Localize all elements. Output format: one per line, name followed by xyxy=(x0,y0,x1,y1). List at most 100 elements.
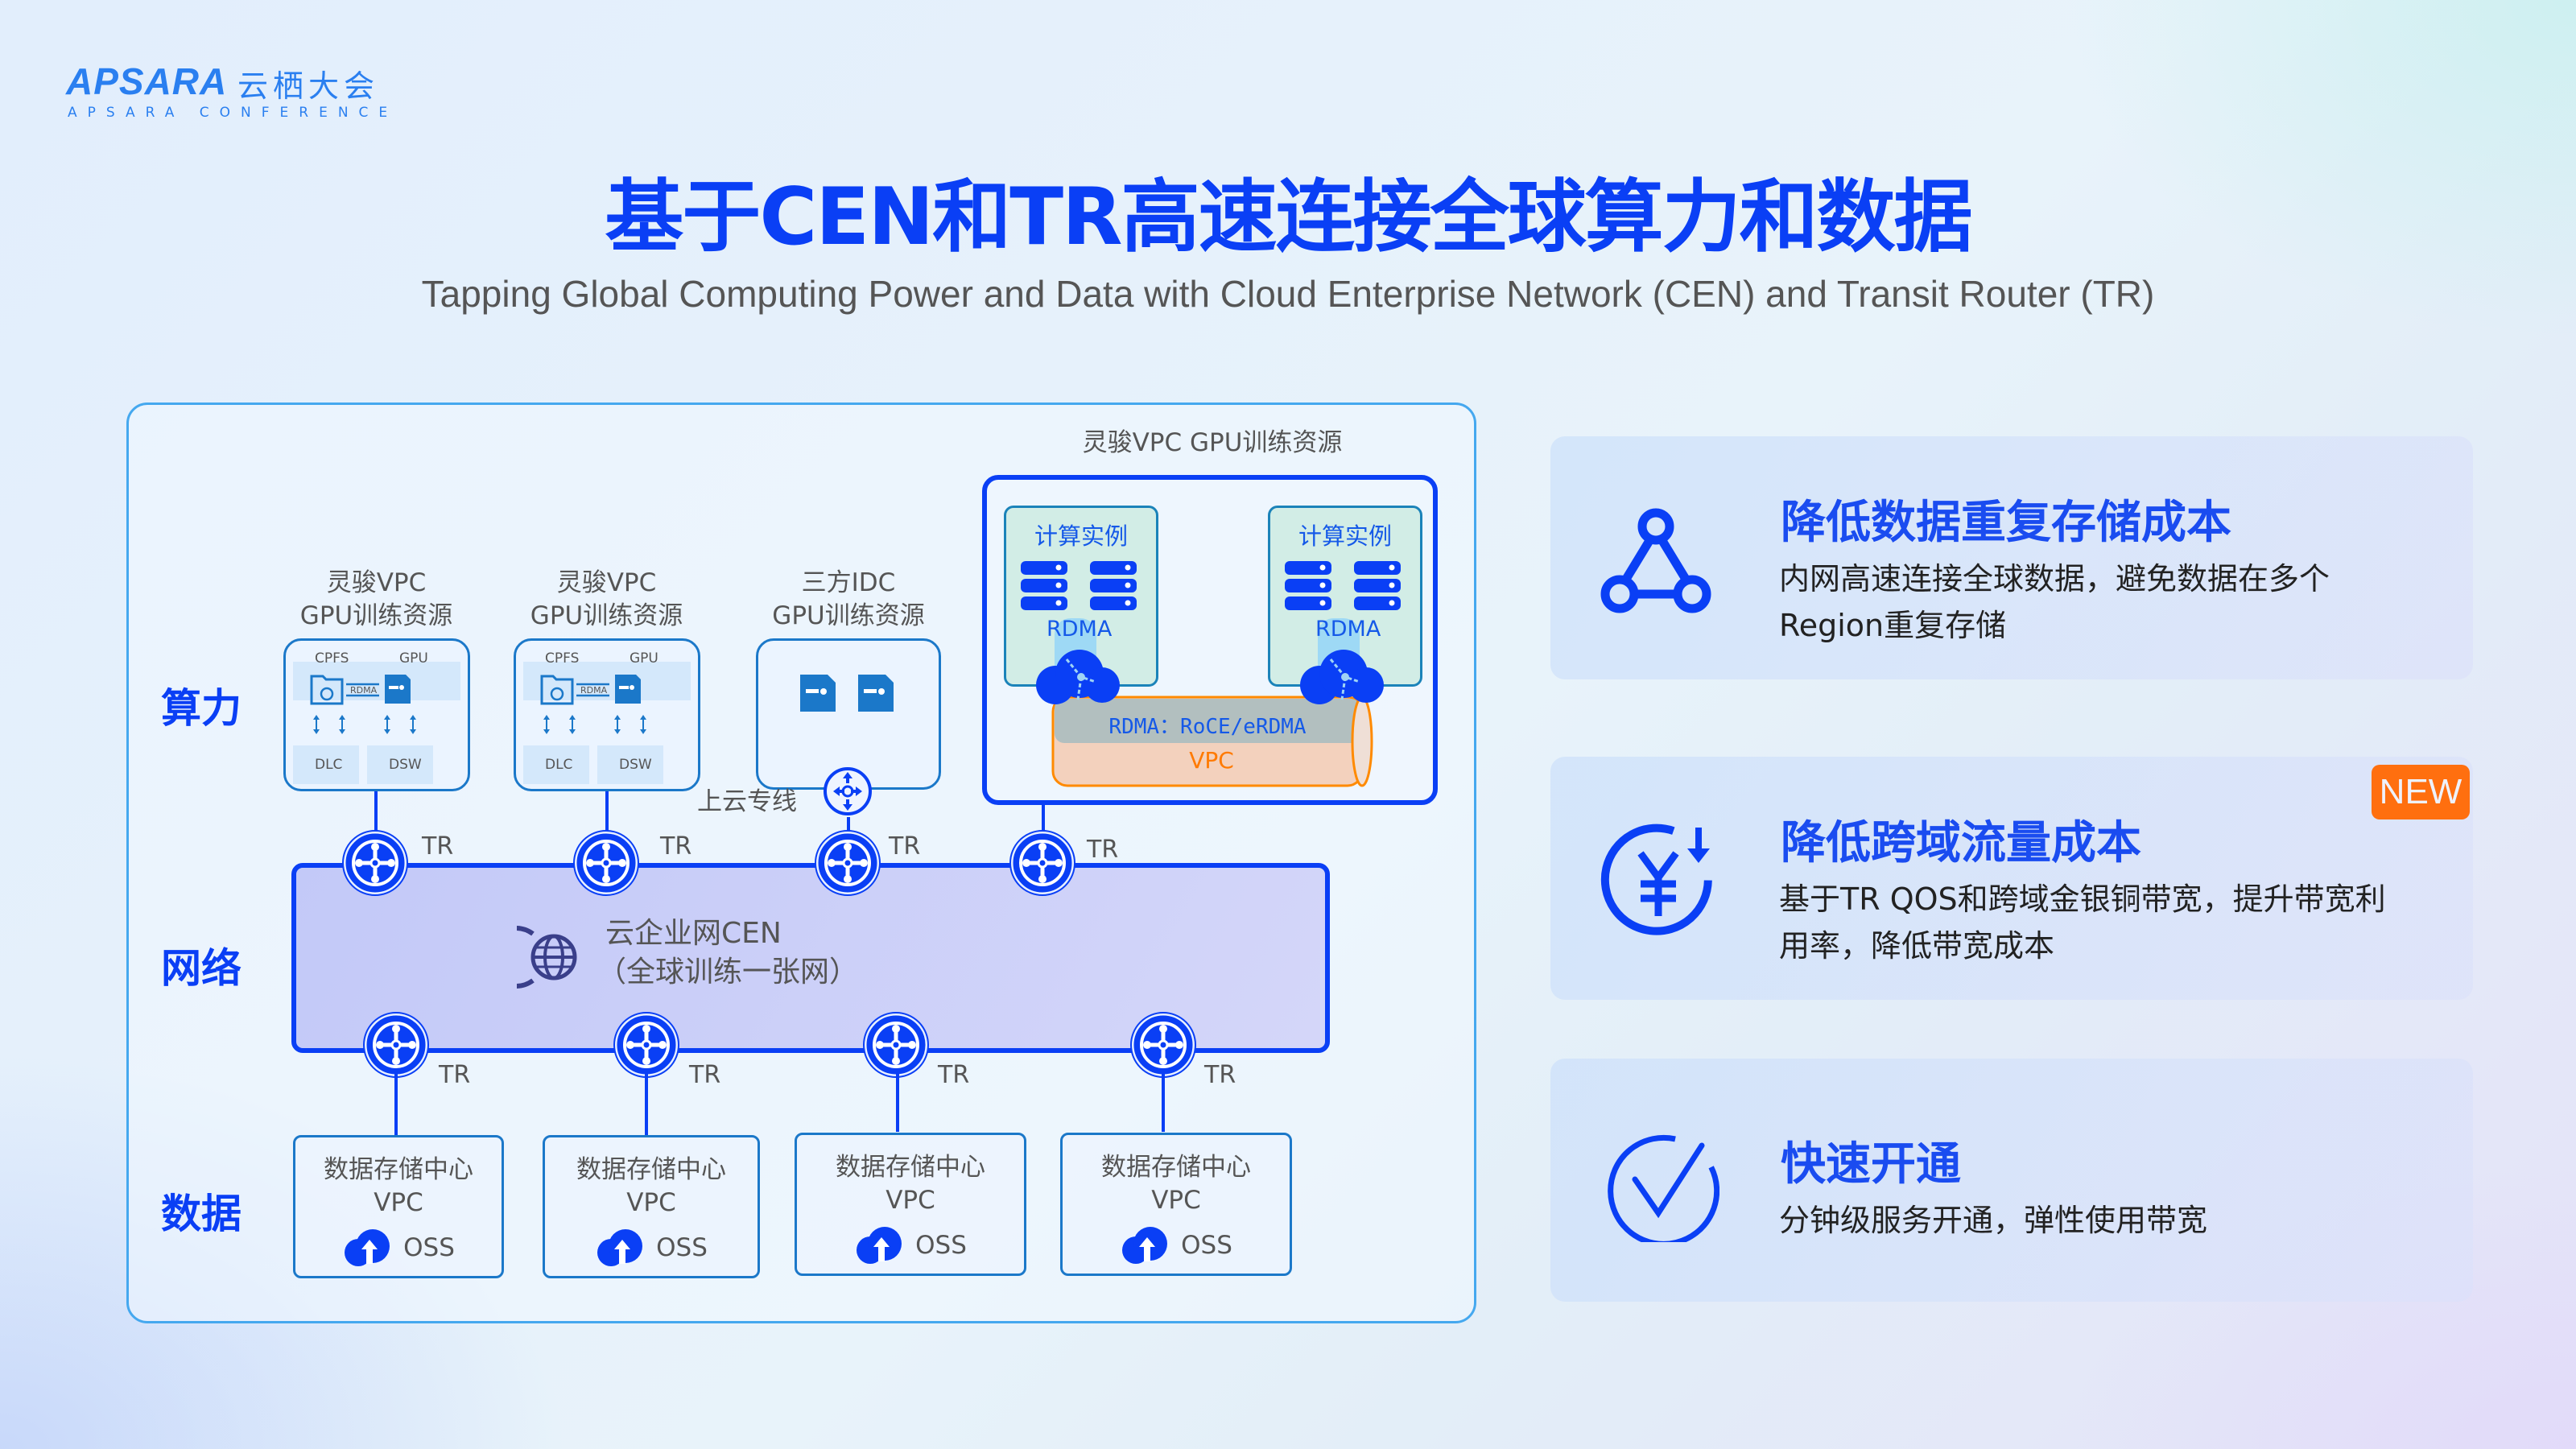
check-circle-icon xyxy=(1608,1134,1719,1242)
lingjun-cluster-caption: 灵骏VPC GPU训练资源 xyxy=(1082,428,1343,457)
tr-router-icon[interactable] xyxy=(862,1011,930,1079)
vpc-label: VPC xyxy=(626,1188,676,1217)
connector-line xyxy=(1162,1072,1165,1132)
tr-label: TR xyxy=(422,832,454,861)
dsw-label: DSW xyxy=(619,757,652,773)
tr-router-icon[interactable] xyxy=(814,829,881,897)
dlc-tile xyxy=(523,745,589,784)
page-subtitle: Tapping Global Computing Power and Data … xyxy=(421,273,2155,315)
compute-site-caption: 灵骏VPC GPU训练资源 xyxy=(504,567,709,633)
cpfs-gpu-rdma-icon: RDMA xyxy=(310,675,411,705)
svg-text:RDMA: RDMA xyxy=(580,685,608,696)
desc-line: 基于TR QOS和跨域金银铜带宽，提升带宽利 xyxy=(1779,881,2386,917)
desc-line: 分钟级服务开通，弹性使用带宽 xyxy=(1779,1203,2208,1238)
tr-label: TR xyxy=(439,1061,471,1089)
dlc-tile xyxy=(293,745,359,784)
oss-label: OSS xyxy=(915,1231,967,1260)
benefit-title: 快速开通 xyxy=(1781,1138,1961,1191)
oss-label: OSS xyxy=(656,1233,708,1262)
server-rack-icon xyxy=(1021,561,1137,610)
dlc-label: DLC xyxy=(545,757,573,773)
tr-label: TR xyxy=(660,832,692,861)
lingjun-vpc-site[interactable]: CPFS GPU RDMA DLC DSW xyxy=(283,638,470,791)
connector-line xyxy=(645,1072,648,1135)
data-center-vpc[interactable]: 数据存储中心 VPC OSS xyxy=(543,1135,760,1278)
vpc-tube xyxy=(1051,696,1373,787)
lingjun-vpc-site[interactable]: CPFS GPU RDMA DLC DSW xyxy=(514,638,700,791)
row-label-compute: 算力 xyxy=(161,685,242,732)
connector-line xyxy=(896,1072,899,1132)
tr-router-icon[interactable] xyxy=(362,1011,430,1079)
data-center-label: 数据存储中心 xyxy=(324,1155,473,1184)
tr-router-icon[interactable] xyxy=(572,829,640,897)
rdma-protocol-label: RDMA：RoCE/eRDMA xyxy=(1108,715,1307,739)
tr-router-icon[interactable] xyxy=(1009,829,1076,897)
tr-router-icon[interactable] xyxy=(341,829,409,897)
express-connect-router-icon[interactable] xyxy=(822,766,873,817)
oss-service: OSS xyxy=(295,1228,502,1267)
cpfs-label: CPFS xyxy=(545,650,580,667)
compute-site-caption: 灵骏VPC GPU训练资源 xyxy=(274,567,479,633)
row-label-network: 网络 xyxy=(161,945,242,992)
connector-line xyxy=(847,817,850,841)
data-center-label: 数据存储中心 xyxy=(836,1153,985,1182)
oss-cloud-icon xyxy=(595,1228,648,1267)
rdma-cloud-icon xyxy=(1036,650,1120,704)
data-center-vpc[interactable]: 数据存储中心 VPC OSS xyxy=(293,1135,504,1278)
data-center-vpc[interactable]: 数据存储中心 VPC OSS xyxy=(1060,1133,1292,1276)
caption-line: 灵骏VPC xyxy=(556,568,657,597)
page-title: 基于CEN和TR高速连接全球算力和数据 xyxy=(605,171,1972,263)
benefit-title: 降低数据重复存储成本 xyxy=(1781,497,2231,549)
data-center-label: 数据存储中心 xyxy=(1101,1153,1251,1182)
tr-label: TR xyxy=(1204,1061,1236,1089)
vpc-label: VPC xyxy=(1189,747,1234,774)
compute-instance-label: 计算实例 xyxy=(1034,522,1128,550)
benefit-card: 降低跨域流量成本 基于TR QOS和跨域金银铜带宽，提升带宽利 用率，降低带宽成… xyxy=(1550,757,2473,1000)
gpu-label: GPU xyxy=(399,650,428,667)
cpfs-label: CPFS xyxy=(315,650,349,667)
tr-router-icon[interactable] xyxy=(613,1011,680,1079)
vpc-label: VPC xyxy=(1151,1186,1201,1215)
gpu-label: GPU xyxy=(630,650,658,667)
desc-line: Region重复存储 xyxy=(1779,608,2007,643)
connector-line xyxy=(605,791,609,840)
cen-subtitle: （全球训练一张网） xyxy=(597,956,859,989)
connector-line xyxy=(374,791,378,840)
caption-line: 三方IDC xyxy=(801,568,896,597)
oss-label: OSS xyxy=(403,1233,455,1262)
vpc-label: VPC xyxy=(374,1188,423,1217)
caption-line: 灵骏VPC xyxy=(326,568,427,597)
apsara-logo: APSARA xyxy=(66,60,228,102)
dsw-label: DSW xyxy=(389,757,422,773)
updown-arrows-icon xyxy=(313,715,416,734)
desc-line: 内网高速连接全球数据，避免数据在多个 xyxy=(1779,561,2330,597)
data-center-label: 数据存储中心 xyxy=(576,1155,726,1184)
compute-instance-label: 计算实例 xyxy=(1298,522,1392,550)
oss-service: OSS xyxy=(797,1226,1024,1265)
logo-chinese-name: 云栖大会 xyxy=(237,68,380,104)
caption-line: GPU训练资源 xyxy=(772,601,925,630)
compute-site-caption: 三方IDC GPU训练资源 xyxy=(741,567,956,633)
rdma-label: RDMA xyxy=(1046,617,1113,642)
vpc-label: VPC xyxy=(886,1186,935,1215)
rdma-cloud-icon xyxy=(1300,650,1384,704)
tr-label: TR xyxy=(938,1061,970,1089)
oss-cloud-icon xyxy=(1120,1226,1173,1265)
tr-label: TR xyxy=(689,1061,721,1089)
data-center-vpc[interactable]: 数据存储中心 VPC OSS xyxy=(795,1133,1026,1276)
benefit-description: 内网高速连接全球数据，避免数据在多个 Region重复存储 xyxy=(1779,555,2330,649)
benefit-card: 降低数据重复存储成本 内网高速连接全球数据，避免数据在多个 Region重复存储 xyxy=(1550,436,2473,679)
logo-subtitle: APSARA CONFERENCE xyxy=(68,105,398,121)
tr-router-icon[interactable] xyxy=(1129,1011,1197,1079)
oss-cloud-icon xyxy=(854,1226,907,1265)
dsw-tile xyxy=(597,745,663,784)
row-label-data: 数据 xyxy=(161,1191,242,1237)
third-party-idc-site[interactable] xyxy=(756,638,941,790)
benefit-title: 降低跨域流量成本 xyxy=(1781,817,2141,869)
oss-service: OSS xyxy=(1063,1226,1290,1265)
dlc-label: DLC xyxy=(315,757,343,773)
benefit-card: 快速开通 分钟级服务开通，弹性使用带宽 xyxy=(1550,1059,2473,1302)
svg-text:RDMA: RDMA xyxy=(350,685,378,696)
triangle-nodes-icon xyxy=(1600,508,1711,613)
express-connect-label: 上云专线 xyxy=(697,787,797,816)
